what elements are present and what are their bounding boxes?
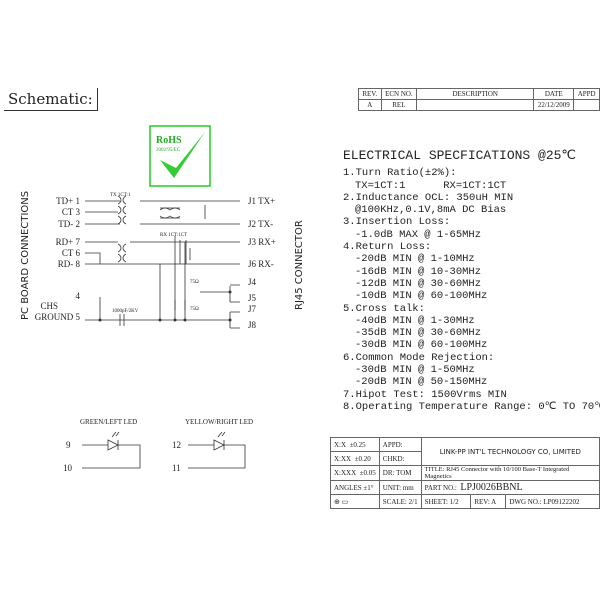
electrical-specifications: ELECTRICAL SPECFICATIONS @25℃ 1.Turn Rat… xyxy=(343,148,600,413)
led-pin-10: 10 xyxy=(63,463,73,473)
spec-line: 8.Operating Temperature Range: 0℃ TO 70℃… xyxy=(343,400,600,413)
drawing-title: TITLE: RJ45 Connector with 10/100 Base-T… xyxy=(420,465,600,481)
appd-label: APPD: xyxy=(378,437,422,452)
pin-j2: J2 TX- xyxy=(248,219,273,229)
tol-value: ±0.05 xyxy=(359,469,376,477)
ecn-header: ECN NO. xyxy=(380,88,418,100)
resistor-label: 75Ω xyxy=(190,307,199,312)
company-name: LINK-PP INT'L TECHNOLOGY CO, LIMITED xyxy=(420,437,600,466)
spec-line: 6.Common Mode Rejection: xyxy=(343,351,495,364)
pin-j7: J7 xyxy=(248,304,257,314)
description-header: DESCRIPTION xyxy=(416,88,535,100)
rev-label: REV: xyxy=(474,497,490,506)
tx-ratio: TX 1CT:1 xyxy=(110,193,131,198)
schematic-diagram: RoHS 2002/95/EC PC BOARD CONNECTIONS RJ4… xyxy=(20,125,305,473)
spec-line: -20dB MIN @ 1-10MHz xyxy=(355,253,475,266)
pin-td-plus: TD+ 1 xyxy=(56,196,80,206)
pc-board-label: PC BOARD CONNECTIONS xyxy=(20,191,31,320)
pin-j8: J8 xyxy=(248,320,257,330)
spec-line: -16dB MIN @ 10-30MHz xyxy=(355,265,482,278)
schematic-label: Schematic: xyxy=(4,88,98,111)
spec-line: 3.Insertion Loss: xyxy=(343,216,451,229)
rev-header: REV. xyxy=(358,88,382,100)
tol-value: ±0.20 xyxy=(354,454,371,463)
led-pin-11: 11 xyxy=(172,463,181,473)
scale-label: SCALE: xyxy=(382,497,407,506)
spec-line: -20dB MIN @ 50-150MHz xyxy=(355,376,488,389)
pin-j1: J1 TX+ xyxy=(248,196,275,206)
dr-label: DR: xyxy=(382,469,395,477)
spec-line: 5.Cross talk: xyxy=(343,302,425,315)
led-pin-12: 12 xyxy=(172,440,181,450)
pin-j5: J5 xyxy=(248,293,257,303)
tol-label: X:XX xyxy=(334,454,352,463)
pin-td-minus: TD- 2 xyxy=(58,219,80,229)
spec-line: @100KHz,0.1V,8mA DC Bias xyxy=(355,204,507,217)
pin-chs: CHS xyxy=(40,301,58,311)
pin-4: 4 xyxy=(76,291,81,301)
title-block: X:X ±0.25 APPD:LINK-PP INT'L TECHNOLOGY C… xyxy=(330,437,600,509)
spec-line: 1.Turn Ratio(±2%): xyxy=(343,167,457,180)
led-pin-9: 9 xyxy=(66,440,71,450)
spec-line: -30dB MIN @ 1-50MHz xyxy=(355,364,475,377)
resistor-label: 75Ω xyxy=(190,280,199,285)
tol-value: ±1° xyxy=(363,483,374,492)
ecn-value: REL xyxy=(380,99,418,111)
dwg-number: LP09122202 xyxy=(543,497,580,506)
pin-j6: J6 RX- xyxy=(248,259,274,269)
sheet-value: 1/2 xyxy=(449,497,459,506)
dr-value: TOM xyxy=(396,469,412,477)
sheet-label: SHEET: xyxy=(424,497,448,506)
appd-header: APPD xyxy=(573,88,600,100)
spec-line: TX=1CT:1 RX=1CT:1CT xyxy=(355,179,507,192)
capacitor-label: 1000pF/2KV xyxy=(112,309,139,314)
pin-ct-rx: CT 6 xyxy=(62,248,81,258)
schematic-wires xyxy=(85,195,240,329)
tol-value: ±0.25 xyxy=(349,440,366,449)
part-number: LPJ0026BBNL xyxy=(460,482,523,493)
description-value xyxy=(416,99,535,111)
pin-j3: J3 RX+ xyxy=(248,237,276,247)
spec-line: -12dB MIN @ 30-60MHz xyxy=(355,277,482,290)
rj45-label: RJ45 CONNECTOR xyxy=(294,220,305,310)
led-circuits xyxy=(82,431,246,469)
svg-text:RoHS: RoHS xyxy=(156,135,182,146)
spec-line: -40dB MIN @ 1-30MHz xyxy=(355,314,475,327)
dwg-label: DWG NO.: xyxy=(509,497,542,506)
unit-value: mm xyxy=(402,483,414,492)
spec-line: 7.Hipot Test: 1500Vrms MIN xyxy=(343,388,507,401)
spec-line: -30dB MIN @ 60-100MHz xyxy=(355,339,488,352)
date-header: DATE xyxy=(533,88,575,100)
tol-label: X:X xyxy=(334,440,347,449)
pin-rd-minus: RD- 8 xyxy=(58,259,81,269)
rev-block-value: A xyxy=(491,497,497,506)
scale-value: 2/1 xyxy=(408,497,418,506)
pin-ground-5: GROUND 5 xyxy=(35,312,81,322)
rohs-logo: RoHS 2002/95/EC xyxy=(149,125,211,187)
green-led-title: GREEN/LEFT LED xyxy=(80,418,137,426)
pin-j4: J4 xyxy=(248,277,257,287)
spec-title: ELECTRICAL SPECFICATIONS @25℃ xyxy=(343,148,577,163)
spec-line: 2.Inductance OCL: 350uH MIN xyxy=(343,191,514,204)
projection-icon: ⊕ ▭ xyxy=(330,494,380,509)
rx-ratio: RX 1CT:1CT xyxy=(160,233,187,238)
svg-text:2002/95/EC: 2002/95/EC xyxy=(156,148,181,153)
rev-value: A xyxy=(358,99,382,111)
chkd-label: CHKD: xyxy=(378,451,422,466)
spec-line: -1.0dB MAX @ 1-65MHz xyxy=(355,228,482,241)
yellow-led-title: YELLOW/RIGHT LED xyxy=(185,418,253,426)
spec-line: -35dB MIN @ 30-60MHz xyxy=(355,327,482,340)
pin-rd-plus: RD+ 7 xyxy=(56,237,81,247)
spec-line: 4.Return Loss: xyxy=(343,241,432,254)
unit-label: UNIT: xyxy=(382,483,402,492)
part-label: PART NO.: xyxy=(424,484,457,492)
tol-label: ANGLES xyxy=(334,483,362,492)
spec-line: -10dB MIN @ 60-100MHz xyxy=(355,290,488,303)
appd-value xyxy=(573,99,600,111)
date-value: 22/12/2009 xyxy=(533,99,575,111)
pin-ct-tx: CT 3 xyxy=(62,207,81,217)
tol-label: X:XXX xyxy=(334,469,357,477)
